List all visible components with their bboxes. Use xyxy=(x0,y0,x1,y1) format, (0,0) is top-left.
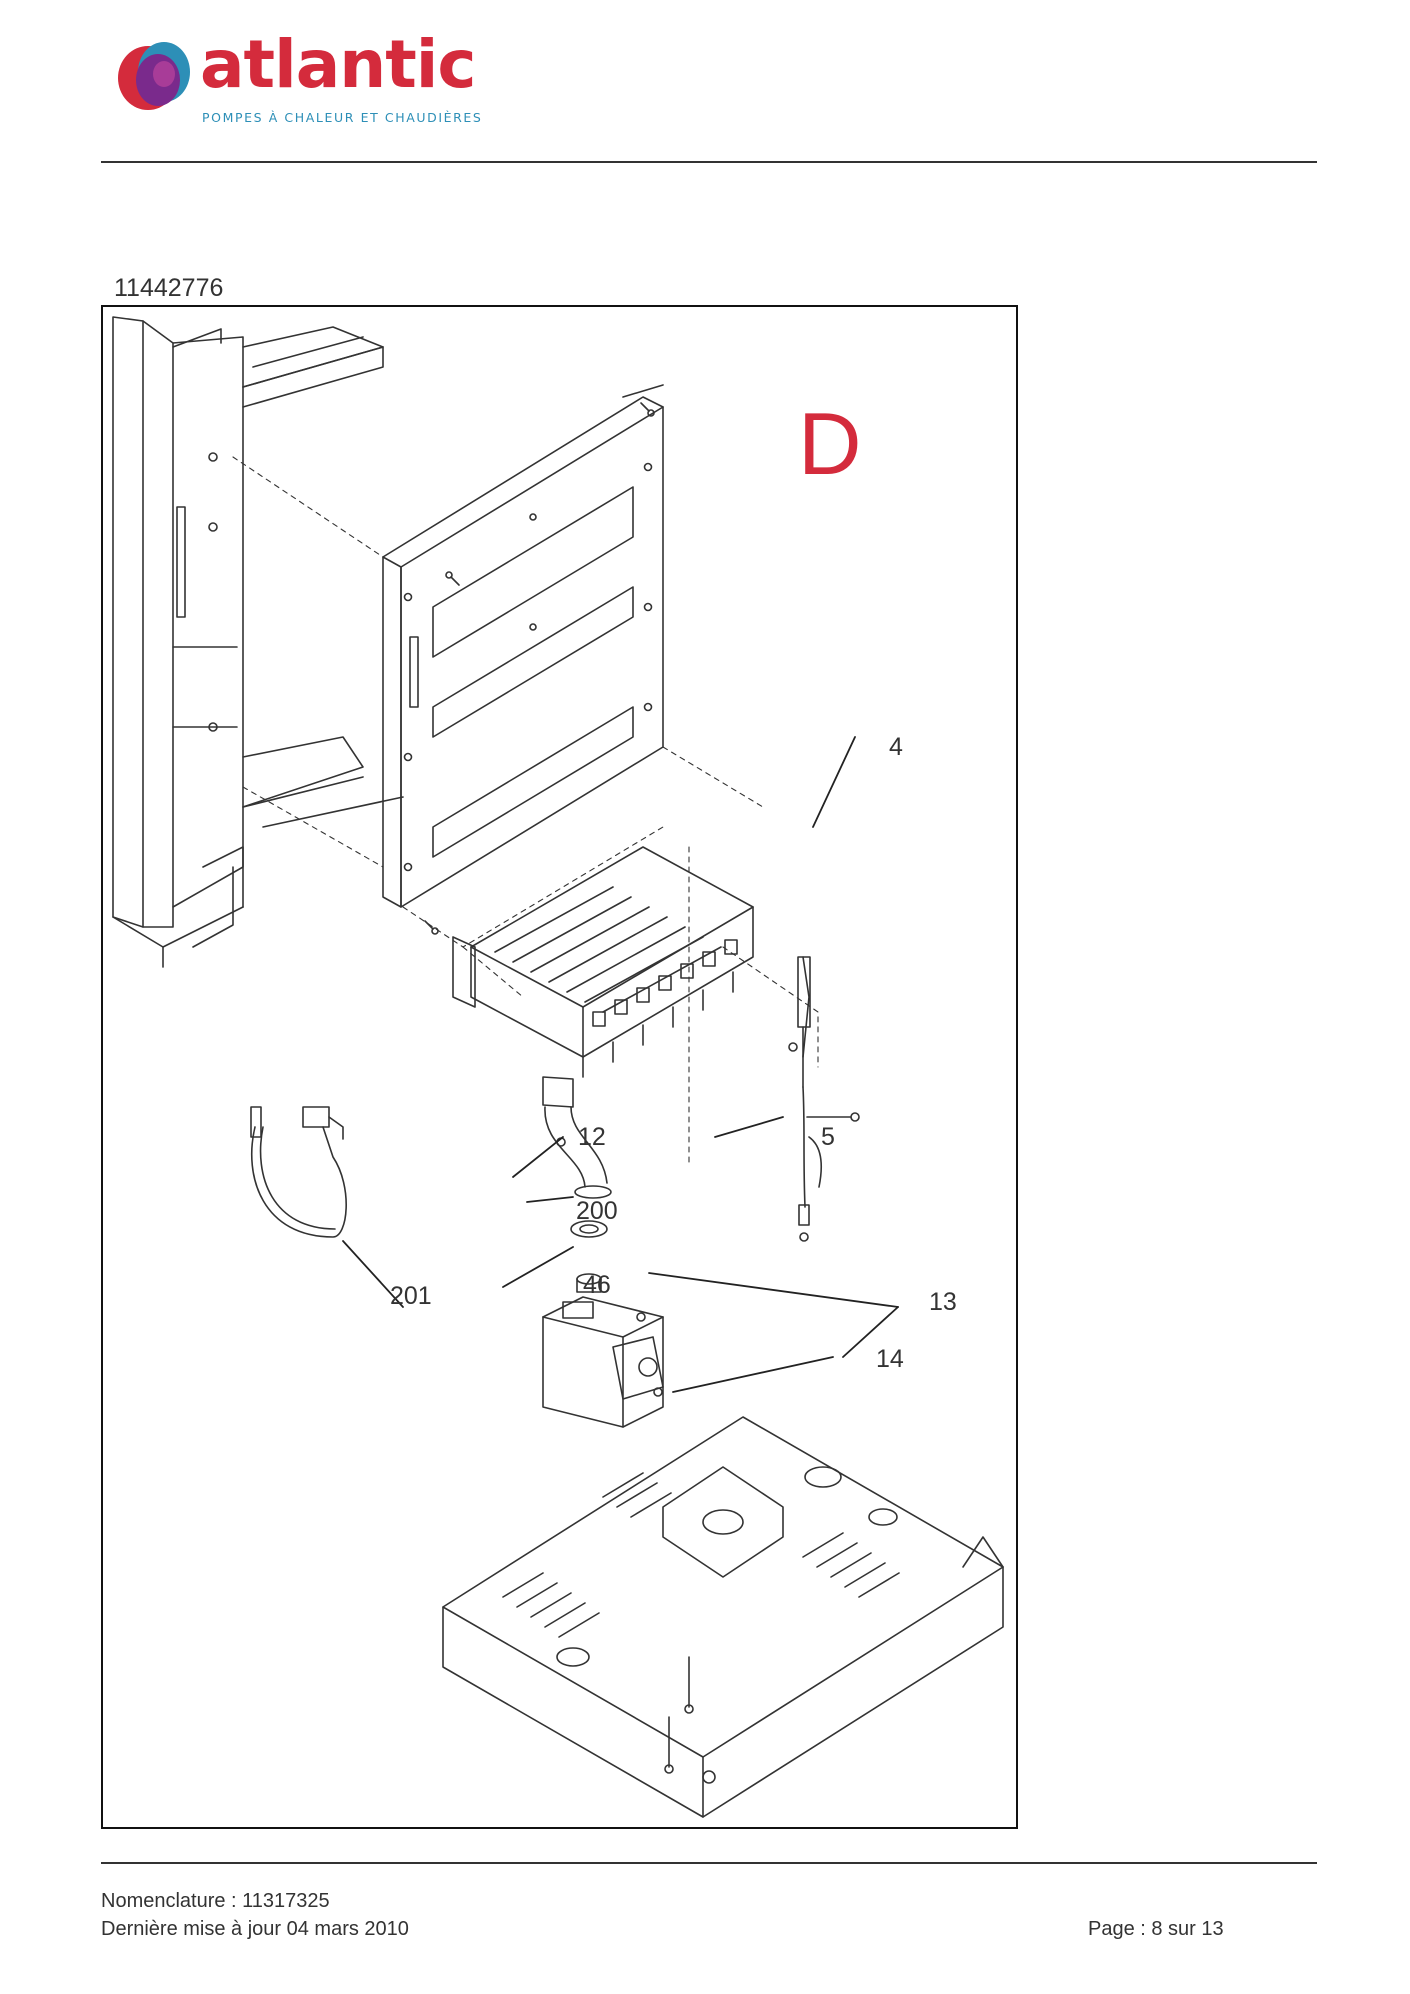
callout-4: 4 xyxy=(889,733,903,761)
ignition-electrode xyxy=(788,956,860,1242)
exploded-view-drawing xyxy=(112,316,1004,1818)
header-divider xyxy=(101,161,1317,163)
casing-rails xyxy=(242,326,404,828)
callout-46: 46 xyxy=(583,1271,611,1299)
gasket-and-nipple xyxy=(570,1220,608,1293)
casing-side-panel xyxy=(112,316,244,968)
footer-divider xyxy=(101,1862,1317,1864)
callout-200: 200 xyxy=(576,1197,618,1225)
atlantic-logo: atlantic POMPES À CHALEUR ET CHAUDIÈRES xyxy=(112,32,492,136)
page-number: Page : 8 sur 13 xyxy=(1088,1918,1224,1940)
sensor-cable xyxy=(250,1106,347,1238)
brand-name: atlantic xyxy=(200,26,477,103)
exploded-view-frame: D 4 5 12 13 14 46 200 201 xyxy=(101,305,1018,1829)
base-screws xyxy=(664,1656,694,1774)
section-letter: D xyxy=(798,394,862,493)
callout-13: 13 xyxy=(929,1288,957,1316)
drawing-reference: 11442776 xyxy=(114,274,224,302)
gas-valve xyxy=(542,1296,664,1428)
brand-tagline: POMPES À CHALEUR ET CHAUDIÈRES xyxy=(202,110,483,125)
logo-mark-icon xyxy=(118,42,190,110)
panel-screws xyxy=(424,402,655,935)
callout-5: 5 xyxy=(821,1123,835,1151)
assembly-leaders xyxy=(232,456,819,1168)
callout-201: 201 xyxy=(390,1282,432,1310)
callout-12: 12 xyxy=(578,1123,606,1151)
callout-leaders xyxy=(342,736,899,1393)
base-frame xyxy=(442,1416,1004,1818)
burner xyxy=(452,846,754,1078)
callout-14: 14 xyxy=(876,1345,904,1373)
last-updated: Dernière mise à jour 04 mars 2010 xyxy=(101,1918,409,1940)
nomenclature-number: Nomenclature : 11317325 xyxy=(101,1890,330,1912)
combustion-chamber-panel xyxy=(382,384,664,908)
